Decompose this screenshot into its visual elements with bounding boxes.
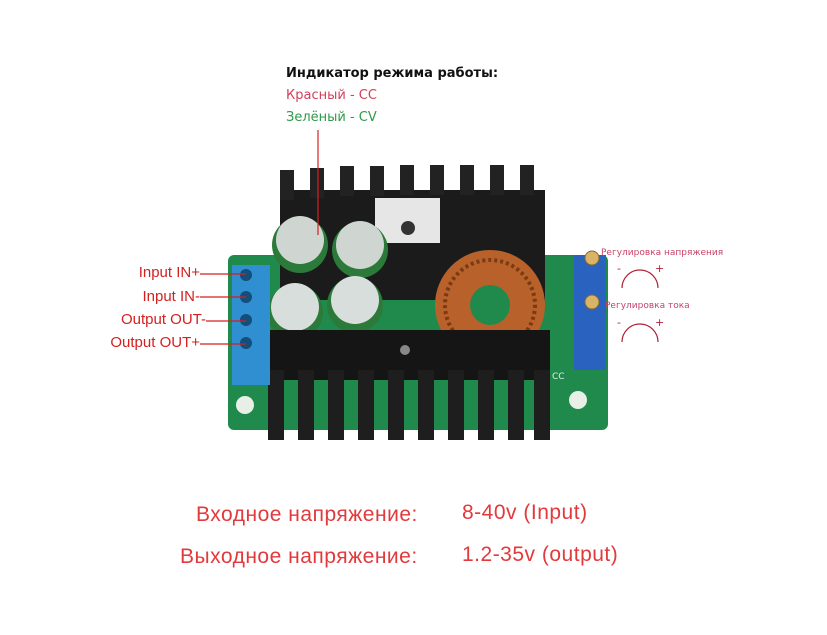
current-plus: +: [655, 316, 665, 329]
voltage-direction-arc: [621, 269, 659, 289]
terminal-leader-lines: [200, 273, 246, 345]
terminal-block: [232, 265, 270, 385]
terminal-label-input-plus: Input IN+: [138, 264, 200, 281]
voltage-plus: +: [655, 262, 665, 275]
output-voltage-value: 1.2-35v (output): [462, 543, 619, 566]
capacitors: [267, 216, 388, 340]
current-minus: -: [617, 316, 621, 329]
terminal-label-output-minus: Output OUT-: [120, 311, 206, 328]
mount-hole: [569, 391, 587, 409]
indicator-red-cc: Красный - CC: [286, 88, 377, 103]
indicator-green-cv: Зелёный - CV: [286, 110, 377, 125]
terminal-label-output-plus: Output OUT+: [110, 334, 200, 351]
current-direction-arc: [621, 323, 659, 343]
bottom-heatsink: [265, 330, 550, 440]
potentiometers: [574, 250, 606, 370]
input-voltage-label: Входное напряжение:: [196, 503, 418, 526]
terminal-label-input-minus: Input IN-: [142, 288, 200, 305]
board-cc-label: CC: [552, 372, 565, 382]
current-adjust-label: Регулировка тока: [605, 301, 690, 311]
voltage-adjust-label: Регулировка напряжения: [601, 248, 724, 258]
voltage-minus: -: [617, 262, 621, 275]
indicator-title: Индикатор режима работы:: [286, 66, 499, 81]
output-voltage-label: Выходное напряжение:: [180, 545, 418, 568]
input-voltage-value: 8-40v (Input): [462, 501, 588, 524]
mount-hole: [236, 396, 254, 414]
